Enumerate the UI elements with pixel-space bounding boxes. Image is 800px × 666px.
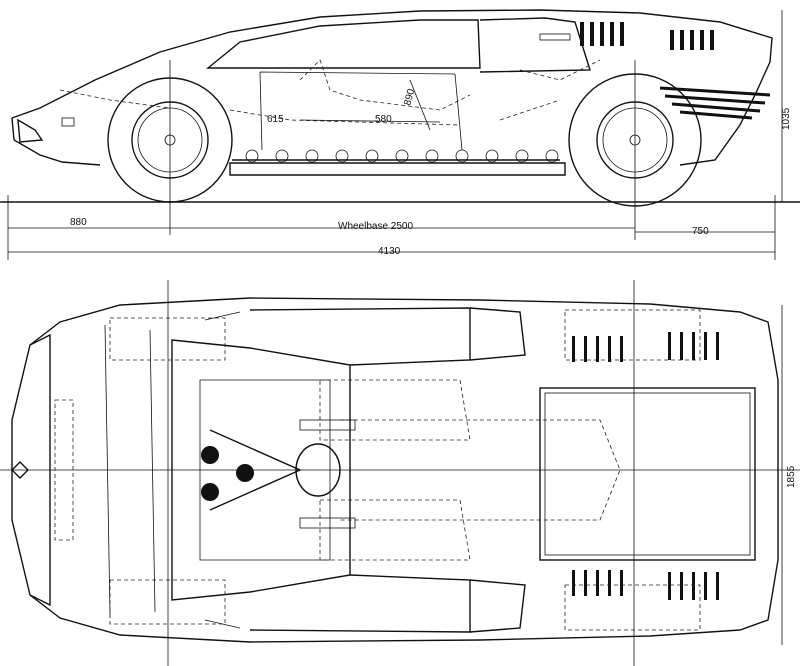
side-badge	[539, 33, 571, 41]
engine-dashed-lines	[499, 59, 601, 121]
steering-column	[209, 429, 302, 511]
front-wheel-arch-upper	[109, 317, 226, 361]
gauge-1	[201, 446, 219, 464]
top-view: 1855	[0, 280, 800, 666]
roof-rails	[249, 307, 471, 633]
door-line	[259, 71, 463, 151]
front-wheel-arch-lower	[109, 579, 226, 625]
top-louvers-lower	[572, 570, 719, 600]
seat-right-outline	[319, 499, 471, 561]
gauge-2	[201, 483, 219, 501]
rear-stripes	[659, 86, 771, 120]
top-body-outline	[11, 297, 779, 643]
dim-580: 580	[375, 114, 392, 125]
pedal-box-bottom	[299, 517, 356, 529]
dim-4130: 4130	[378, 246, 401, 257]
front-hood-lines	[104, 324, 156, 616]
nose-emblem-icon	[11, 461, 29, 479]
side-view: 890 580 615 1035 880 Wheelbase 2500 750 …	[0, 9, 800, 260]
dim-890: 890	[402, 87, 417, 106]
rear-wheel-arch-lower	[564, 584, 701, 631]
dim-615: 615	[267, 114, 284, 125]
top-louvers-upper	[572, 332, 719, 362]
rear-pillars	[469, 307, 526, 633]
dim-height: 1035	[781, 107, 792, 130]
steering-wheel	[295, 443, 341, 497]
rear-glass	[479, 17, 591, 73]
dim-width: 1855	[786, 465, 797, 488]
dim-750: 750	[692, 226, 709, 237]
side-sill	[229, 162, 566, 176]
internal-dashed-lines	[59, 89, 461, 126]
rear-louvers	[580, 22, 714, 50]
rear-wheel-arch-upper	[564, 309, 701, 361]
dim-880: 880	[70, 217, 87, 228]
pedal-box-top	[299, 419, 356, 431]
radiator-outline	[54, 399, 74, 541]
side-window	[206, 19, 481, 69]
nose-panel	[29, 333, 51, 607]
cockpit-inner	[199, 379, 331, 561]
seat-dashed-outline	[299, 59, 471, 111]
engine-cover	[539, 387, 756, 561]
gauge-3	[236, 464, 254, 482]
dim-wheelbase: Wheelbase 2500	[338, 221, 413, 232]
seat-left-outline	[319, 379, 471, 441]
front-nose-vent	[17, 118, 44, 143]
front-marker-light	[61, 117, 75, 127]
body-outline	[11, 9, 773, 166]
